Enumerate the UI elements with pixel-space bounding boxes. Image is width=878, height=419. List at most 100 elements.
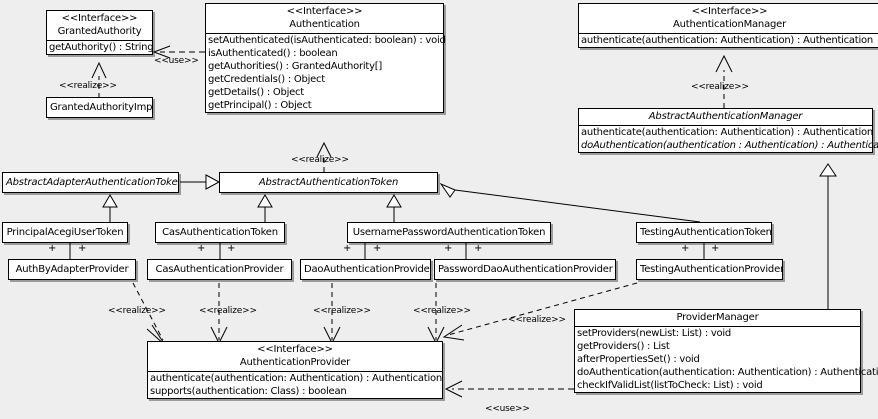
class-name: AbstractAuthenticationManager (648, 111, 803, 122)
edge-label-realize-daoauthenticationprovider: <<realize>> (313, 306, 371, 316)
association-marker-principal-left: + (48, 243, 57, 254)
class-header: AbstractAdapterAuthenticationToken (3, 173, 178, 192)
compartment-divider (148, 371, 442, 372)
edge-generalization-principalacegiusertoken (102, 194, 118, 222)
operations-compartment: setAuthenticated(isAuthenticated: boolea… (206, 34, 446, 112)
class-header: TestingAuthenticationToken (637, 223, 771, 242)
class-name: Authentication (289, 19, 360, 30)
stereotype-label: <<Interface>> (691, 6, 768, 17)
class-name: AuthenticationManager (672, 19, 787, 30)
class-name: CasAuthenticationProvider (155, 264, 284, 275)
compartment-divider (579, 33, 878, 34)
edge-label-use-providermanager-authenticationprovider: <<use>> (485, 404, 530, 414)
association-marker-userpass-1: + (343, 243, 352, 254)
association-marker-cas-right: + (227, 243, 236, 254)
stereotype-label: <<Interface>> (286, 6, 363, 17)
class-header: <<Interface>> Authentication (206, 4, 443, 33)
compartment-divider (47, 40, 152, 41)
edge-generalization-usernamepasswordauthenticationtoken (386, 194, 402, 222)
class-authentication-manager[interactable]: <<Interface>> AuthenticationManager auth… (578, 3, 878, 48)
operation: getPrincipal() : Object (208, 100, 312, 111)
class-name: CasAuthenticationToken (162, 227, 278, 238)
operation: setProviders(newList: List) : void (577, 328, 732, 339)
edge-use-providermanager-authenticationprovider (444, 380, 574, 398)
class-header: PrincipalAcegiUserToken (3, 223, 127, 242)
operation: getAuthorities() : GrantedAuthority[] (208, 61, 383, 72)
class-header: AbstractAuthenticationToken (220, 173, 437, 192)
class-abstract-adapter-authentication-token[interactable]: AbstractAdapterAuthenticationToken (2, 172, 179, 193)
edge-label-use-authentication-grantedauthority: <<use>> (154, 56, 199, 66)
operation: isAuthenticated() : boolean (208, 48, 338, 59)
edge-generalization-abstractadapter-to-abstracttoken (180, 174, 221, 190)
class-header: AbstractAuthenticationManager (579, 109, 872, 125)
edge-generalization-casauthenticationtoken (257, 194, 273, 222)
operation: checkIfValidList(listToCheck: List) : vo… (577, 380, 763, 391)
class-header: <<Interface>> AuthenticationProvider (148, 342, 442, 371)
class-name: GrantedAuthority (57, 26, 142, 37)
class-name: GrantedAuthorityImpl (50, 102, 152, 113)
class-header: TestingAuthenticationProvider (637, 260, 782, 279)
class-name: AbstractAdapterAuthenticationToken (6, 177, 178, 188)
class-cas-authentication-token[interactable]: CasAuthenticationToken (155, 222, 285, 243)
operation: setAuthenticated(isAuthenticated: boolea… (208, 35, 446, 46)
operation: authenticate(authentication: Authenticat… (581, 35, 873, 46)
class-name: AbstractAuthenticationToken (258, 177, 399, 188)
operation: getCredentials() : Object (208, 74, 325, 85)
class-name: AuthenticationProvider (239, 357, 351, 368)
class-name: ProviderManager (676, 312, 759, 323)
edge-generalization-providermanager-to-abstractauthenticationmanager (819, 163, 837, 309)
class-header: AuthByAdapterProvider (9, 260, 135, 279)
compartment-divider (206, 33, 443, 34)
operations-compartment: getAuthority() : String (47, 41, 154, 54)
operation: authenticate(authentication: Authenticat… (150, 373, 442, 384)
compartment-divider (575, 326, 860, 327)
class-header: DaoAuthenticationProvider (301, 260, 430, 279)
class-provider-manager[interactable]: ProviderManager setProviders(newList: Li… (574, 309, 878, 393)
class-password-dao-authentication-provider[interactable]: PasswordDaoAuthenticationProvider (434, 259, 616, 280)
class-username-password-authentication-token[interactable]: UsernamePasswordAuthenticationToken (347, 222, 551, 243)
class-header: PasswordDaoAuthenticationProvider (435, 260, 615, 279)
operation: getDetails() : Object (208, 87, 304, 98)
class-header: ProviderManager (575, 310, 860, 326)
edge-label-realize-passworddaoauthenticationprovider: <<realize>> (413, 306, 471, 316)
class-header: CasAuthenticationProvider (148, 260, 291, 279)
class-name: DaoAuthenticationProvider (304, 264, 430, 275)
class-authentication[interactable]: <<Interface>> Authentication setAuthenti… (205, 3, 446, 113)
class-abstract-authentication-token[interactable]: AbstractAuthenticationToken (219, 172, 438, 193)
class-testing-authentication-token[interactable]: TestingAuthenticationToken (636, 222, 772, 243)
class-name: PrincipalAcegiUserToken (6, 227, 124, 238)
class-header: CasAuthenticationToken (156, 223, 284, 242)
class-granted-authority-impl[interactable]: GrantedAuthorityImpl (46, 97, 153, 118)
operation: supports(authentication: Class) : boolea… (150, 386, 347, 397)
association-marker-principal-right: + (78, 243, 87, 254)
edge-label-realize-abstractauthenticationmanager: <<realize>> (691, 82, 749, 92)
association-marker-cas-left: + (197, 243, 206, 254)
edge-label-realize-casauthenticationprovider: <<realize>> (199, 306, 257, 316)
class-header: UsernamePasswordAuthenticationToken (348, 223, 550, 242)
operation: getProviders() : List (577, 341, 670, 352)
class-name: AuthByAdapterProvider (15, 264, 129, 275)
operations-compartment: authenticate(authentication: Authenticat… (148, 372, 442, 398)
class-auth-by-adapter-provider[interactable]: AuthByAdapterProvider (8, 259, 136, 280)
class-name: TestingAuthenticationToken (640, 227, 771, 238)
class-name: TestingAuthenticationProvider (640, 264, 782, 275)
class-authentication-provider[interactable]: <<Interface>> AuthenticationProvider aut… (147, 341, 443, 399)
association-marker-testing-left: + (681, 243, 690, 254)
class-abstract-authentication-manager[interactable]: AbstractAuthenticationManager authentica… (578, 108, 878, 153)
class-dao-authentication-provider[interactable]: DaoAuthenticationProvider (300, 259, 431, 280)
edge-generalization-testingauthenticationtoken (439, 182, 701, 223)
operation: doAuthentication(authentication: Authent… (577, 367, 878, 378)
class-principal-acegi-user-token[interactable]: PrincipalAcegiUserToken (2, 222, 128, 243)
edge-label-realize-grantedauthorityimpl: <<realize>> (59, 81, 117, 91)
operation: getAuthority() : String (49, 42, 154, 53)
edge-label-realize-testingauthenticationprovider: <<realize>> (508, 315, 566, 325)
edge-label-realize-authbyadapterprovider: <<realize>> (108, 306, 166, 316)
class-cas-authentication-provider[interactable]: CasAuthenticationProvider (147, 259, 292, 280)
operation: authenticate(authentication: Authenticat… (581, 127, 873, 138)
class-header: <<Interface>> GrantedAuthority (47, 11, 152, 40)
class-testing-authentication-provider[interactable]: TestingAuthenticationProvider (636, 259, 783, 280)
operation: afterPropertiesSet() : void (577, 354, 700, 365)
class-granted-authority[interactable]: <<Interface>> GrantedAuthority getAuthor… (46, 10, 154, 55)
operation: doAuthentication(authentication : Authen… (581, 140, 878, 151)
operations-compartment: authenticate(authentication: Authenticat… (579, 126, 878, 152)
